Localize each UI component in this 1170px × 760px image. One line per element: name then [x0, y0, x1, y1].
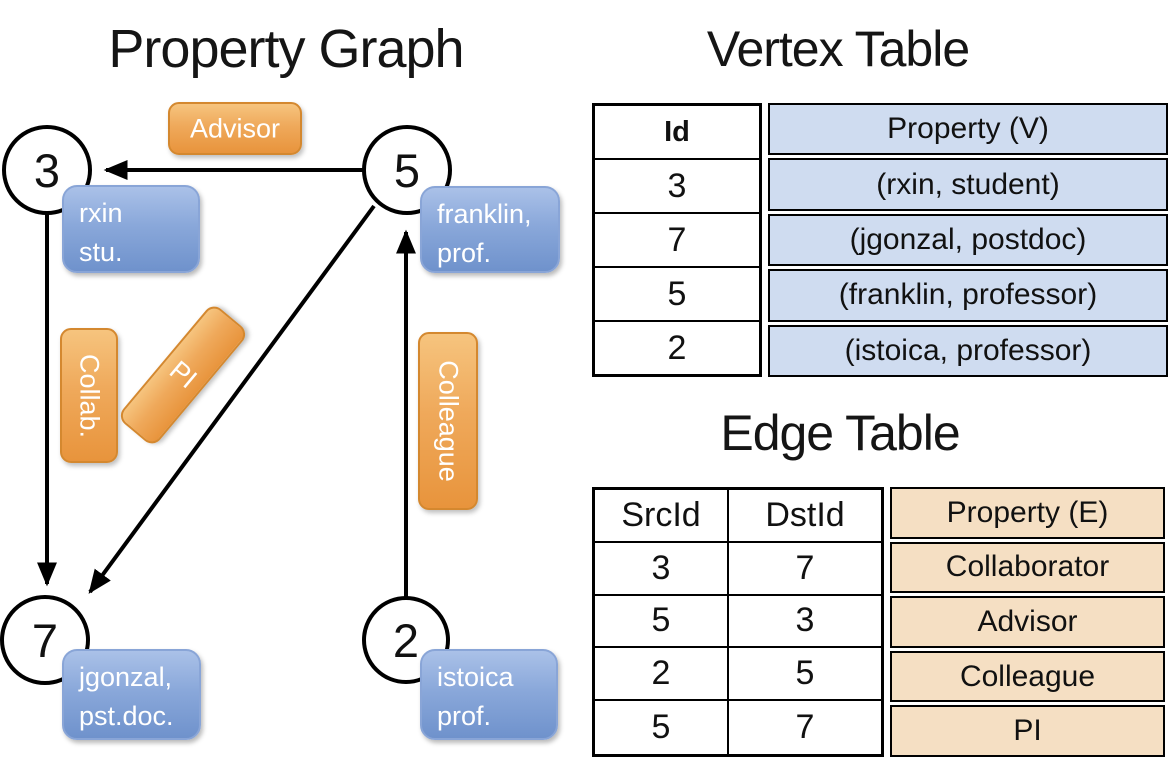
- edge-table-cell: PI: [890, 705, 1165, 757]
- edge-table-cell: 7: [795, 708, 815, 747]
- vertex-label-line: stu.: [79, 237, 123, 267]
- vertex-table-id-column: Id 3 7 5 2: [592, 103, 762, 377]
- vertex-table-cell: 7: [595, 214, 759, 268]
- vertex-label-jgonzal: jgonzal, pst.doc.: [62, 649, 201, 740]
- edge-label-text: Advisor: [189, 113, 281, 143]
- vertex-label-line: pst.doc.: [79, 701, 174, 731]
- property-graph-title: Property Graph: [108, 19, 464, 79]
- vertex-table-cell: 5: [595, 268, 759, 322]
- edge-label-collab: Collab.: [60, 328, 118, 463]
- vertex-label-line: prof.: [437, 701, 492, 731]
- edge-table-header-srcid: SrcId: [595, 490, 729, 543]
- edge-table-cell: 5: [595, 595, 729, 649]
- vertex-label-istoica: istoica prof.: [420, 649, 558, 740]
- vertex-table-cell: (rxin, student): [768, 158, 1168, 211]
- vertex-label-rxin: rxin stu.: [62, 185, 200, 273]
- vertex-table-header-id: Id: [595, 106, 759, 160]
- vertex-table-cell: (istoica, professor): [768, 324, 1168, 378]
- edge-table-property-column: Property (E) Collaborator Advisor Collea…: [890, 487, 1165, 757]
- vertex-label-franklin: franklin, prof.: [420, 186, 560, 273]
- edge-table-cell: 5: [729, 648, 881, 702]
- edge-table-cell: 7: [729, 543, 881, 596]
- graph-node-3: 3: [2, 125, 92, 215]
- edge-table-header-dstid: DstId: [729, 490, 881, 543]
- edge-table-cell: 2: [595, 648, 729, 702]
- node-7-id: 7: [31, 613, 59, 667]
- vertex-label-line: istoica: [437, 662, 514, 692]
- vertex-table-title: Vertex Table: [706, 21, 970, 77]
- edge-table-header-property: Property (E): [890, 487, 1165, 539]
- edge-table-title: Edge Table: [720, 405, 960, 461]
- edge-table-cell: Collaborator: [890, 541, 1165, 594]
- vertex-label-line: franklin,: [437, 199, 532, 229]
- vertex-label-line: rxin: [79, 198, 123, 228]
- edge-label-colleague: Colleague: [418, 332, 478, 510]
- edge-table-cell: Advisor: [890, 596, 1165, 648]
- edge-label-advisor: Advisor: [168, 102, 302, 155]
- edge-label-text: Colleague: [433, 360, 464, 482]
- node-5-id: 5: [393, 143, 421, 197]
- vertex-table: Id 3 7 5 2 Property (V) (rxin, student) …: [592, 103, 1168, 378]
- edge-label-text: PI: [163, 354, 203, 395]
- node-3-id: 3: [33, 143, 61, 197]
- edge-table-cell: 3: [595, 542, 729, 596]
- vertex-table-property-column: Property (V) (rxin, student) (jgonzal, p…: [768, 103, 1168, 378]
- vertex-table-cell: 3: [595, 160, 759, 214]
- vertex-table-header-property: Property (V): [768, 103, 1168, 156]
- vertex-table-cell: 2: [667, 328, 687, 367]
- vertex-table-cell: (jgonzal, postdoc): [768, 213, 1168, 267]
- vertex-label-line: prof.: [437, 238, 492, 268]
- edge-table-cell: 5: [595, 701, 729, 754]
- edge-table-src-dst-columns: SrcId DstId 3 7 5 3 2 5 5 7: [592, 487, 884, 757]
- edge-table-cell: 3: [729, 596, 881, 649]
- vertex-label-line: jgonzal,: [79, 662, 173, 692]
- edge-label-text: Collab.: [74, 353, 105, 438]
- node-2-id: 2: [392, 613, 420, 667]
- edge-table: SrcId DstId 3 7 5 3 2 5 5 7 Property (E)…: [592, 487, 1165, 757]
- edge-line-5-to-7: [88, 204, 376, 594]
- vertex-table-cell: (franklin, professor): [768, 269, 1168, 322]
- edge-table-cell: Colleague: [890, 650, 1165, 703]
